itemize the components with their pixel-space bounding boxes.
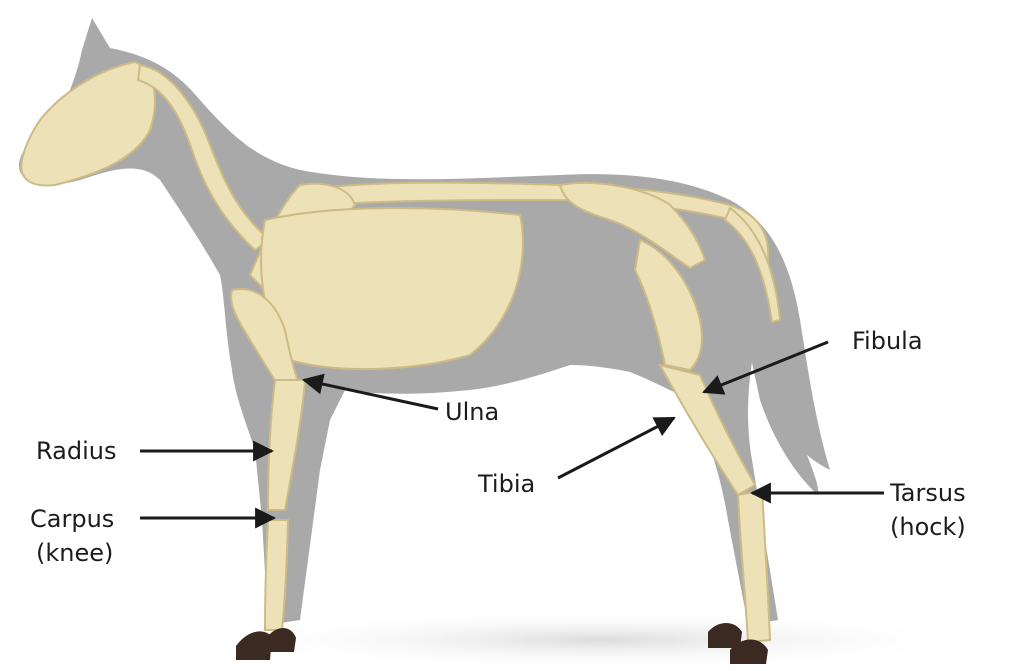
tibia-arrow (558, 418, 674, 478)
ulna-label: Ulna (445, 395, 499, 429)
radius-label: Radius (36, 434, 116, 468)
skeleton (21, 62, 780, 642)
carpus-label: Carpus (knee) (30, 502, 114, 570)
fibula-label: Fibula (852, 324, 923, 358)
carpus-label-line2: (knee) (30, 536, 114, 570)
tarsus-label: Tarsus (hock) (890, 476, 966, 544)
tibia-label: Tibia (478, 467, 535, 501)
tarsus-label-line2: (hock) (890, 510, 966, 544)
carpus-label-line1: Carpus (30, 502, 114, 536)
tarsus-label-line1: Tarsus (890, 476, 966, 510)
ground-shadow (220, 610, 980, 670)
